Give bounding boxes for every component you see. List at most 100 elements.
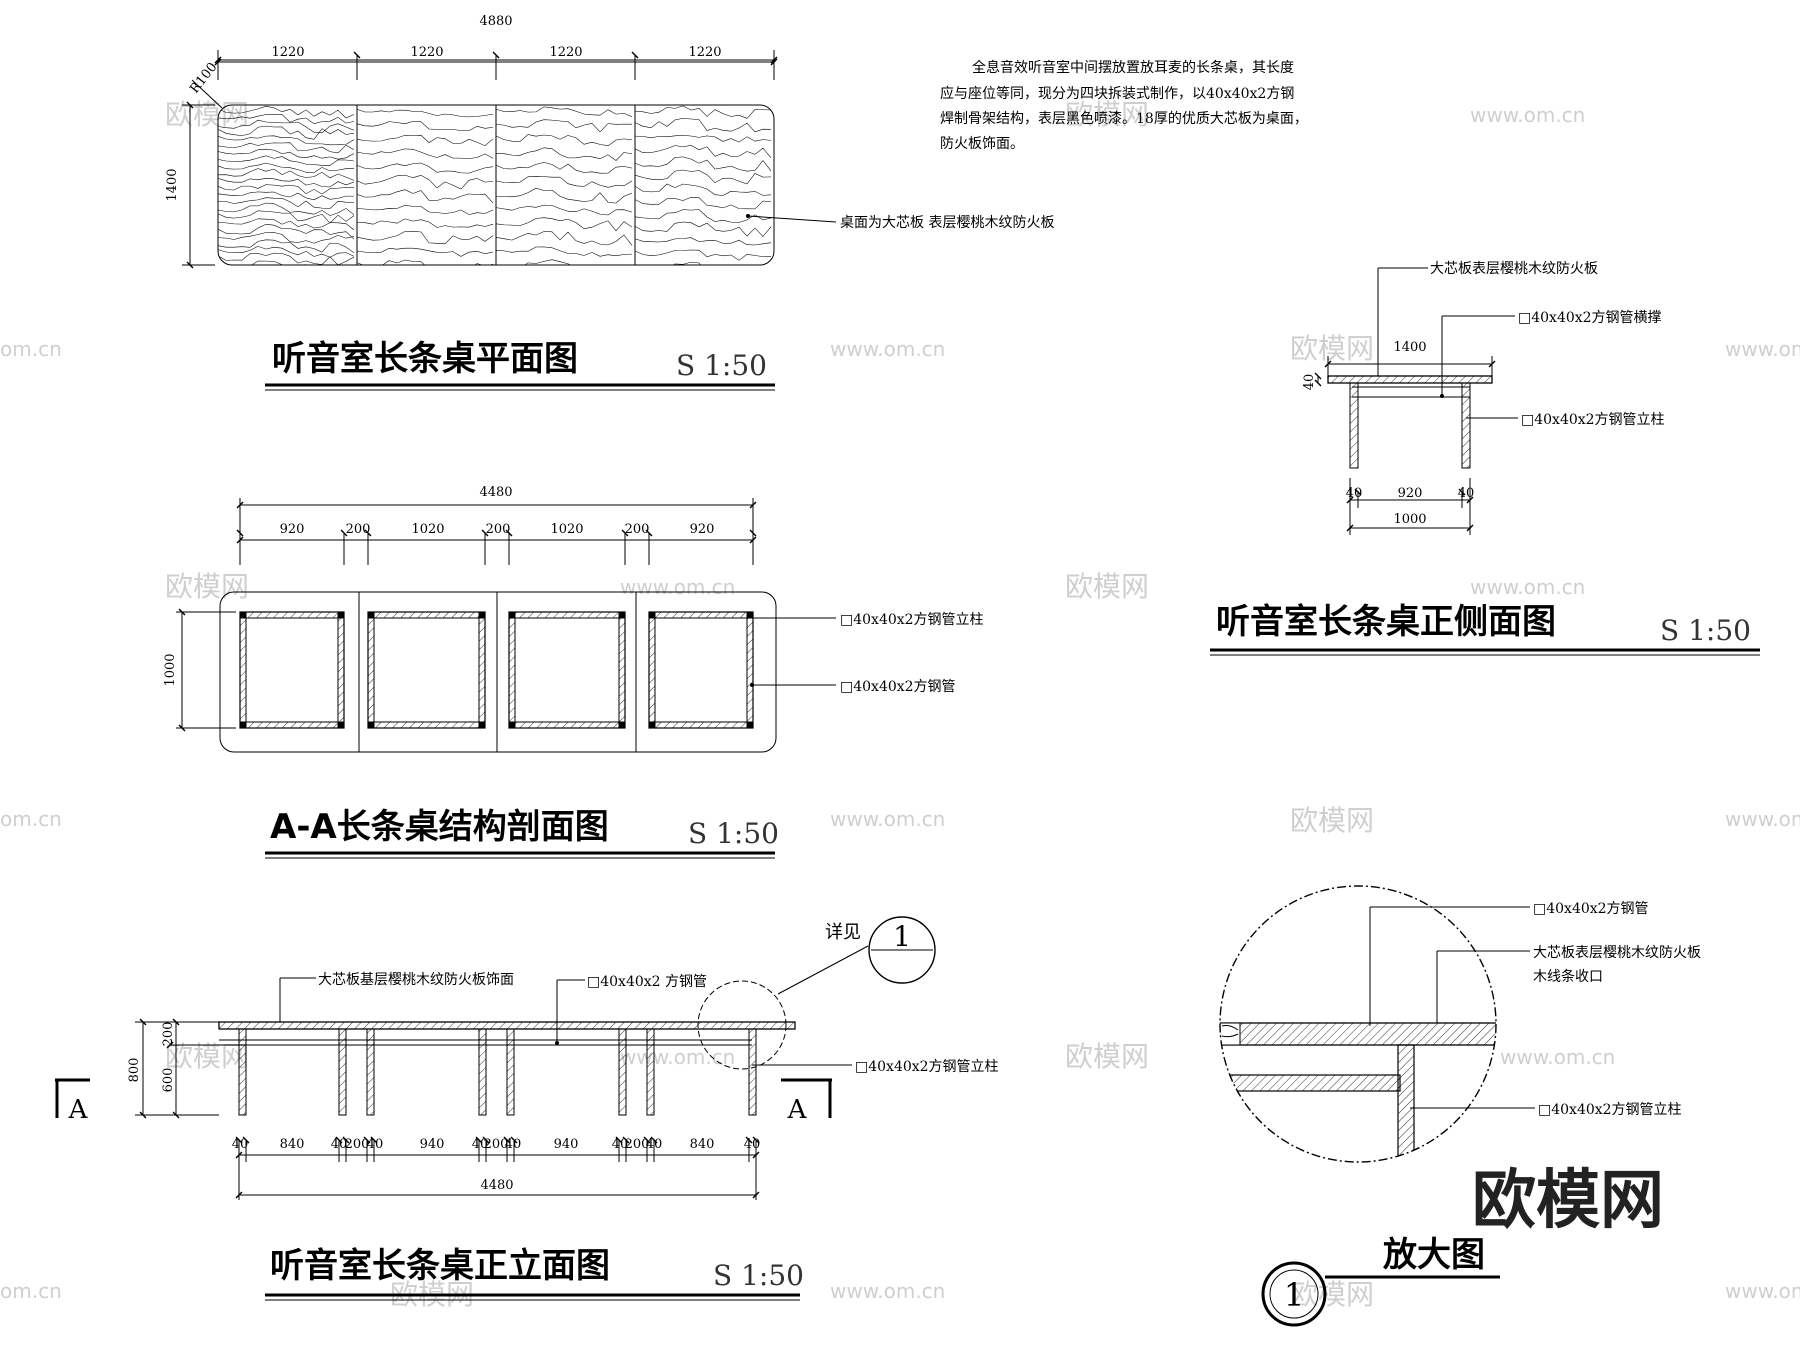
elev-dim-bottom-label: 200 [484,1137,509,1152]
section-dim-seg: 1020 [550,522,583,537]
grain-line [356,162,494,174]
frame-outer [367,611,486,729]
watermark-layer: 欧模网 欧模网 www.om.cn om.cn www.om.cn 欧模网 ww… [0,98,1800,1311]
grain-line [218,184,355,195]
frame-column-post [368,722,374,728]
note-line: 焊制骨架结构，表层黑色喷漆。18厚的优质大芯板为桌面， [940,110,1308,127]
elev-leg [506,1028,515,1116]
section-dim-seg: 920 [280,522,305,537]
grain-line [356,109,494,118]
radius-leader [191,79,223,109]
plan-dim-seg: 1220 [688,45,721,60]
grain-line [495,246,633,257]
section-dim-seg: 920 [690,522,715,537]
elev-dim-bottom-label: 200 [625,1137,650,1152]
grain-line [218,197,355,209]
frame-outer [508,611,626,729]
frame-tube [239,611,247,729]
watermark-url: www.om.cn [620,1045,735,1069]
callout-leader [747,215,837,223]
grain-line [634,209,772,223]
detail-index-circle [868,916,936,984]
grain-line [634,118,772,133]
elev-leg [618,1028,627,1116]
section-dim-seg: 1020 [411,522,444,537]
frame-tube [746,611,754,729]
section-dim-seg: 200 [486,522,511,537]
elev-dim-bottom-label: 40 [744,1137,761,1152]
side-view: 1400 40 40 920 40 1000 大芯板表层樱桃木纹防火板 □40x… [1210,260,1760,656]
dim-ticks [236,529,757,565]
wood-grain-hatch [218,105,772,265]
plan-dim-height: 1400 [165,168,180,201]
watermark-cn: 欧模网 [1290,1278,1374,1311]
grain-line [356,205,494,215]
brand-logo: 欧模网 [1472,1164,1664,1238]
grain-line [495,259,633,265]
grain-line [218,125,355,140]
plan-callout: 桌面为大芯板 表层樱桃木纹防火板 [840,214,1054,231]
side-callout-3: □40x40x2方钢管立柱 [1521,412,1665,428]
grain-line [356,121,494,131]
grain-line [218,119,355,134]
detail-callout-4: □40x40x2方钢管立柱 [1538,1102,1682,1118]
elev-dim-bottom-label: 40 [232,1137,249,1152]
grain-line [218,114,355,124]
elev-dim-total-width: 4480 [480,1178,513,1193]
plan-scale: S 1:50 [676,349,767,382]
frame-column-post [338,612,344,618]
watermark-cn: 欧模网 [1065,570,1149,603]
frame-tube [367,611,486,619]
section-callout-1: □40x40x2方钢管立柱 [840,612,984,628]
elev-leg [238,1028,247,1116]
grain-line [218,155,355,166]
frame-tube [618,611,626,729]
side-leg [1461,382,1471,469]
grain-line [495,119,633,133]
plan-dim-seg: 1220 [271,45,304,60]
elev-leg [646,1028,655,1116]
side-dim-bottom: 40 [1458,486,1475,501]
elev-dim-bottom-label: 940 [420,1137,445,1152]
elev-dim-bottom-label: 840 [690,1137,715,1152]
grain-line [495,162,633,174]
grain-line [495,204,633,216]
frame-tube [648,721,754,729]
watermark-url: www.om.cn [830,807,945,831]
frame-tube [508,611,516,729]
grain-line [495,134,633,147]
frame-column-post [649,612,655,618]
detail-title: 放大图 [1383,1235,1485,1275]
section-dim-total: 4480 [479,485,512,500]
section-view: 4480 920 200 1020 200 1020 200 920 1000 … [163,485,984,859]
watermark-url: www.om.cn [1500,1045,1615,1069]
side-callout-2: □40x40x2方钢管横撑 [1518,310,1662,326]
frame-column-post [240,722,246,728]
frame-column-post [368,612,374,618]
watermark-cn: 欧模网 [1290,332,1374,365]
section-title: A-A长条桌结构剖面图 [270,807,609,847]
section-dim-seg: 200 [625,522,650,537]
elev-callout-top-2: □40x40x2 方钢管 [587,974,707,990]
grain-line [634,249,772,261]
frame-tube [239,721,345,729]
grain-line [634,237,772,246]
section-mark-label: A [787,1095,808,1125]
detail-column [1397,1044,1415,1162]
detail-callout-1: □40x40x2方钢管 [1533,901,1649,917]
elev-scale: S 1:50 [713,1259,804,1292]
grain-line [218,168,355,181]
elev-legs [238,1028,757,1116]
elev-dim-bottom: 600 [161,1068,176,1093]
detail-circle [1219,885,1497,1163]
elev-leg [478,1028,487,1116]
grain-line [634,197,772,210]
watermark-url: www.om.cn [830,337,945,361]
watermark-cn: 欧模网 [1065,1040,1149,1073]
elev-dim-bottom-label: 940 [554,1137,579,1152]
grain-line [356,247,494,257]
side-dim-bottom-total: 1000 [1393,512,1426,527]
detail-leader [777,945,869,995]
watermark-url: www.om.cn [1470,575,1585,599]
frame-tube [508,721,626,729]
